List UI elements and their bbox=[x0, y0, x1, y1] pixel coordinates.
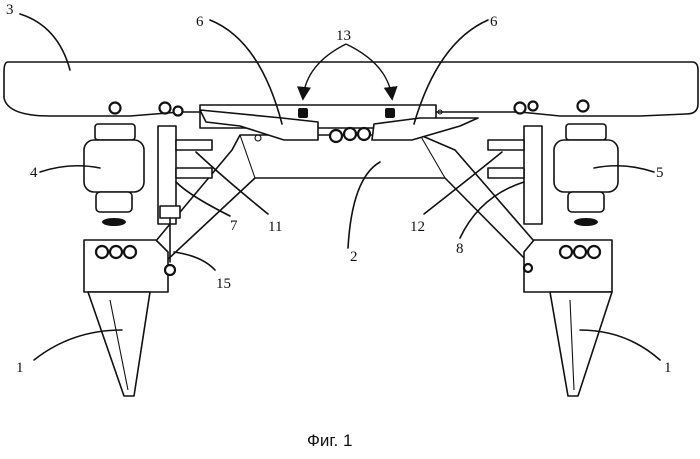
label-2: 2 bbox=[350, 249, 358, 265]
reference-numbers: 3 4 5 6 6 13 2 7 11 12 8 15 1 1 bbox=[6, 2, 672, 376]
frame-2 bbox=[149, 134, 541, 263]
blade-1-right bbox=[549, 291, 613, 397]
label-11: 11 bbox=[268, 219, 282, 235]
label-6-left: 6 bbox=[196, 14, 204, 30]
arrows-13 bbox=[297, 43, 398, 101]
platform-bolts bbox=[108, 99, 590, 117]
lower-block-right bbox=[522, 239, 613, 293]
lever-6-left bbox=[199, 109, 358, 144]
leader-lines bbox=[19, 13, 661, 361]
label-12: 12 bbox=[410, 219, 425, 235]
label-5: 5 bbox=[656, 165, 664, 181]
label-15: 15 bbox=[216, 276, 231, 292]
label-1-right: 1 bbox=[664, 360, 672, 376]
air-spring-4 bbox=[83, 123, 145, 226]
lower-block-left bbox=[83, 239, 169, 293]
label-4: 4 bbox=[30, 165, 38, 181]
guide-7 bbox=[157, 125, 213, 225]
lock-15 bbox=[159, 205, 181, 277]
guide-8 bbox=[487, 125, 543, 225]
label-6-right: 6 bbox=[490, 14, 498, 30]
label-7: 7 bbox=[230, 218, 238, 234]
blade-1-left bbox=[87, 291, 151, 397]
platform-3 bbox=[3, 61, 699, 117]
label-8: 8 bbox=[456, 241, 464, 257]
figure-caption: Фиг. 1 bbox=[307, 431, 352, 450]
label-3: 3 bbox=[6, 2, 14, 18]
label-13: 13 bbox=[336, 28, 351, 44]
lever-6-right bbox=[356, 117, 479, 142]
label-1-left: 1 bbox=[16, 360, 24, 376]
screws-13 bbox=[298, 108, 395, 118]
air-spring-5 bbox=[553, 123, 619, 226]
